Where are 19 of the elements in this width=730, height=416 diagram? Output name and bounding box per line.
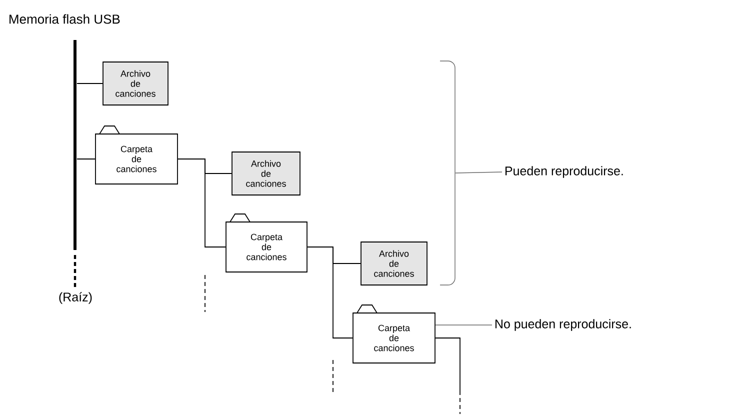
root-line [74,40,76,250]
folder-box: Carpeta de canciones [95,126,178,184]
note-text: Pueden reproducirse. [505,166,623,178]
leader-line [455,172,502,174]
folder-box: Carpeta de canciones [352,304,436,364]
note-text: No pueden reproducirse. [495,319,631,331]
title: Memoria flash USB [10,14,120,24]
tree-line [178,158,226,248]
tree-line [76,83,103,84]
bracket [440,60,456,286]
root-label: (Raíz) [59,292,92,304]
leader-line [435,324,492,326]
file-box: Archivo de canciones [360,242,428,286]
file-box: Archivo de canciones [232,152,300,196]
tree-line [76,158,96,160]
tree-line [435,338,460,396]
tree-line [307,246,353,338]
file-box: Archivo de canciones [102,62,168,106]
folder-box: Carpeta de canciones [226,214,308,272]
